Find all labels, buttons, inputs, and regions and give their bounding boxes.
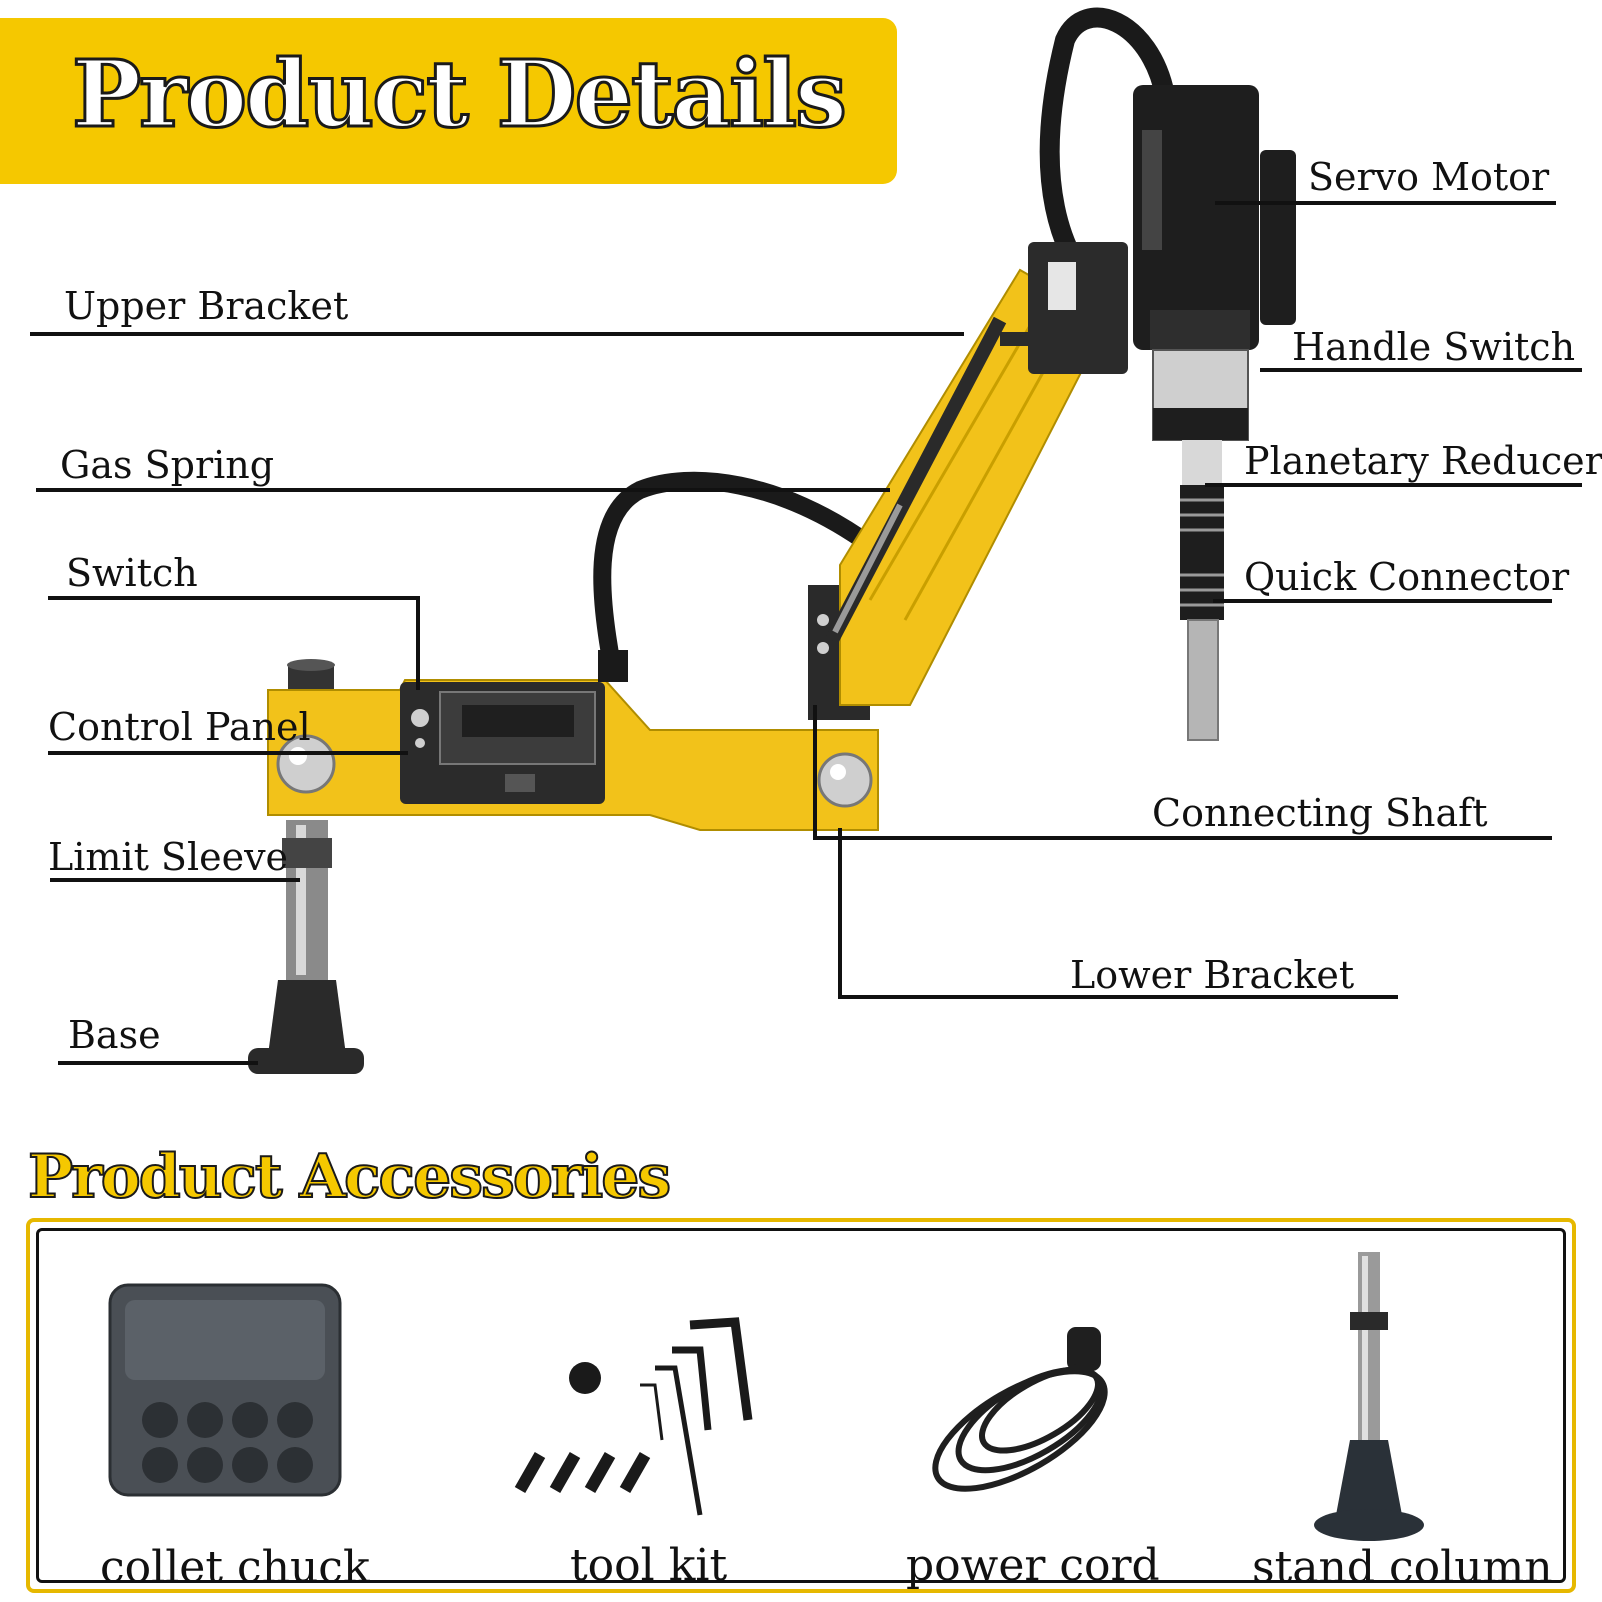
tap-bit — [1187, 619, 1219, 741]
callout-servo-motor: Servo Motor — [1308, 155, 1550, 199]
callout-handle-switch: Handle Switch — [1292, 325, 1576, 369]
power-cord-icon — [932, 1327, 1108, 1492]
handle-switch — [1260, 150, 1296, 325]
servo-motor — [1133, 85, 1259, 350]
tool-kit-icon — [514, 1317, 753, 1516]
quick-connector — [1180, 485, 1224, 620]
stand-column-icon — [1314, 1252, 1424, 1541]
callout-upper-bracket: Upper Bracket — [64, 284, 349, 328]
accessories-title: Product Accessories — [27, 1141, 672, 1213]
callout-limit-sleeve: Limit Sleeve — [48, 835, 289, 879]
accessory-label-tool-kit: tool kit — [570, 1540, 728, 1591]
page-title: Product Details — [71, 39, 849, 150]
accessories-panel — [26, 1218, 1576, 1593]
callout-switch: Switch — [66, 551, 198, 595]
callout-lower-bracket: Lower Bracket — [1070, 953, 1355, 997]
switch-knob — [411, 709, 429, 727]
callout-quick-connector: Quick Connector — [1244, 555, 1570, 599]
callout-gas-spring: Gas Spring — [60, 443, 275, 487]
callout-base: Base — [68, 1013, 161, 1057]
accessory-label-power-cord: power cord — [906, 1540, 1160, 1591]
callout-planetary-reducer: Planetary Reducer — [1244, 439, 1602, 483]
header-banner — [0, 18, 897, 184]
base-foot — [268, 980, 346, 1055]
callout-control-panel: Control Panel — [48, 705, 311, 749]
accessory-label-stand-column: stand column — [1252, 1542, 1553, 1593]
callout-connecting-shaft: Connecting Shaft — [1152, 791, 1488, 835]
collet-chuck-case-icon — [108, 1283, 342, 1497]
base-plate — [248, 1048, 364, 1074]
accessory-label-collet-chuck: collet chuck — [100, 1542, 370, 1593]
